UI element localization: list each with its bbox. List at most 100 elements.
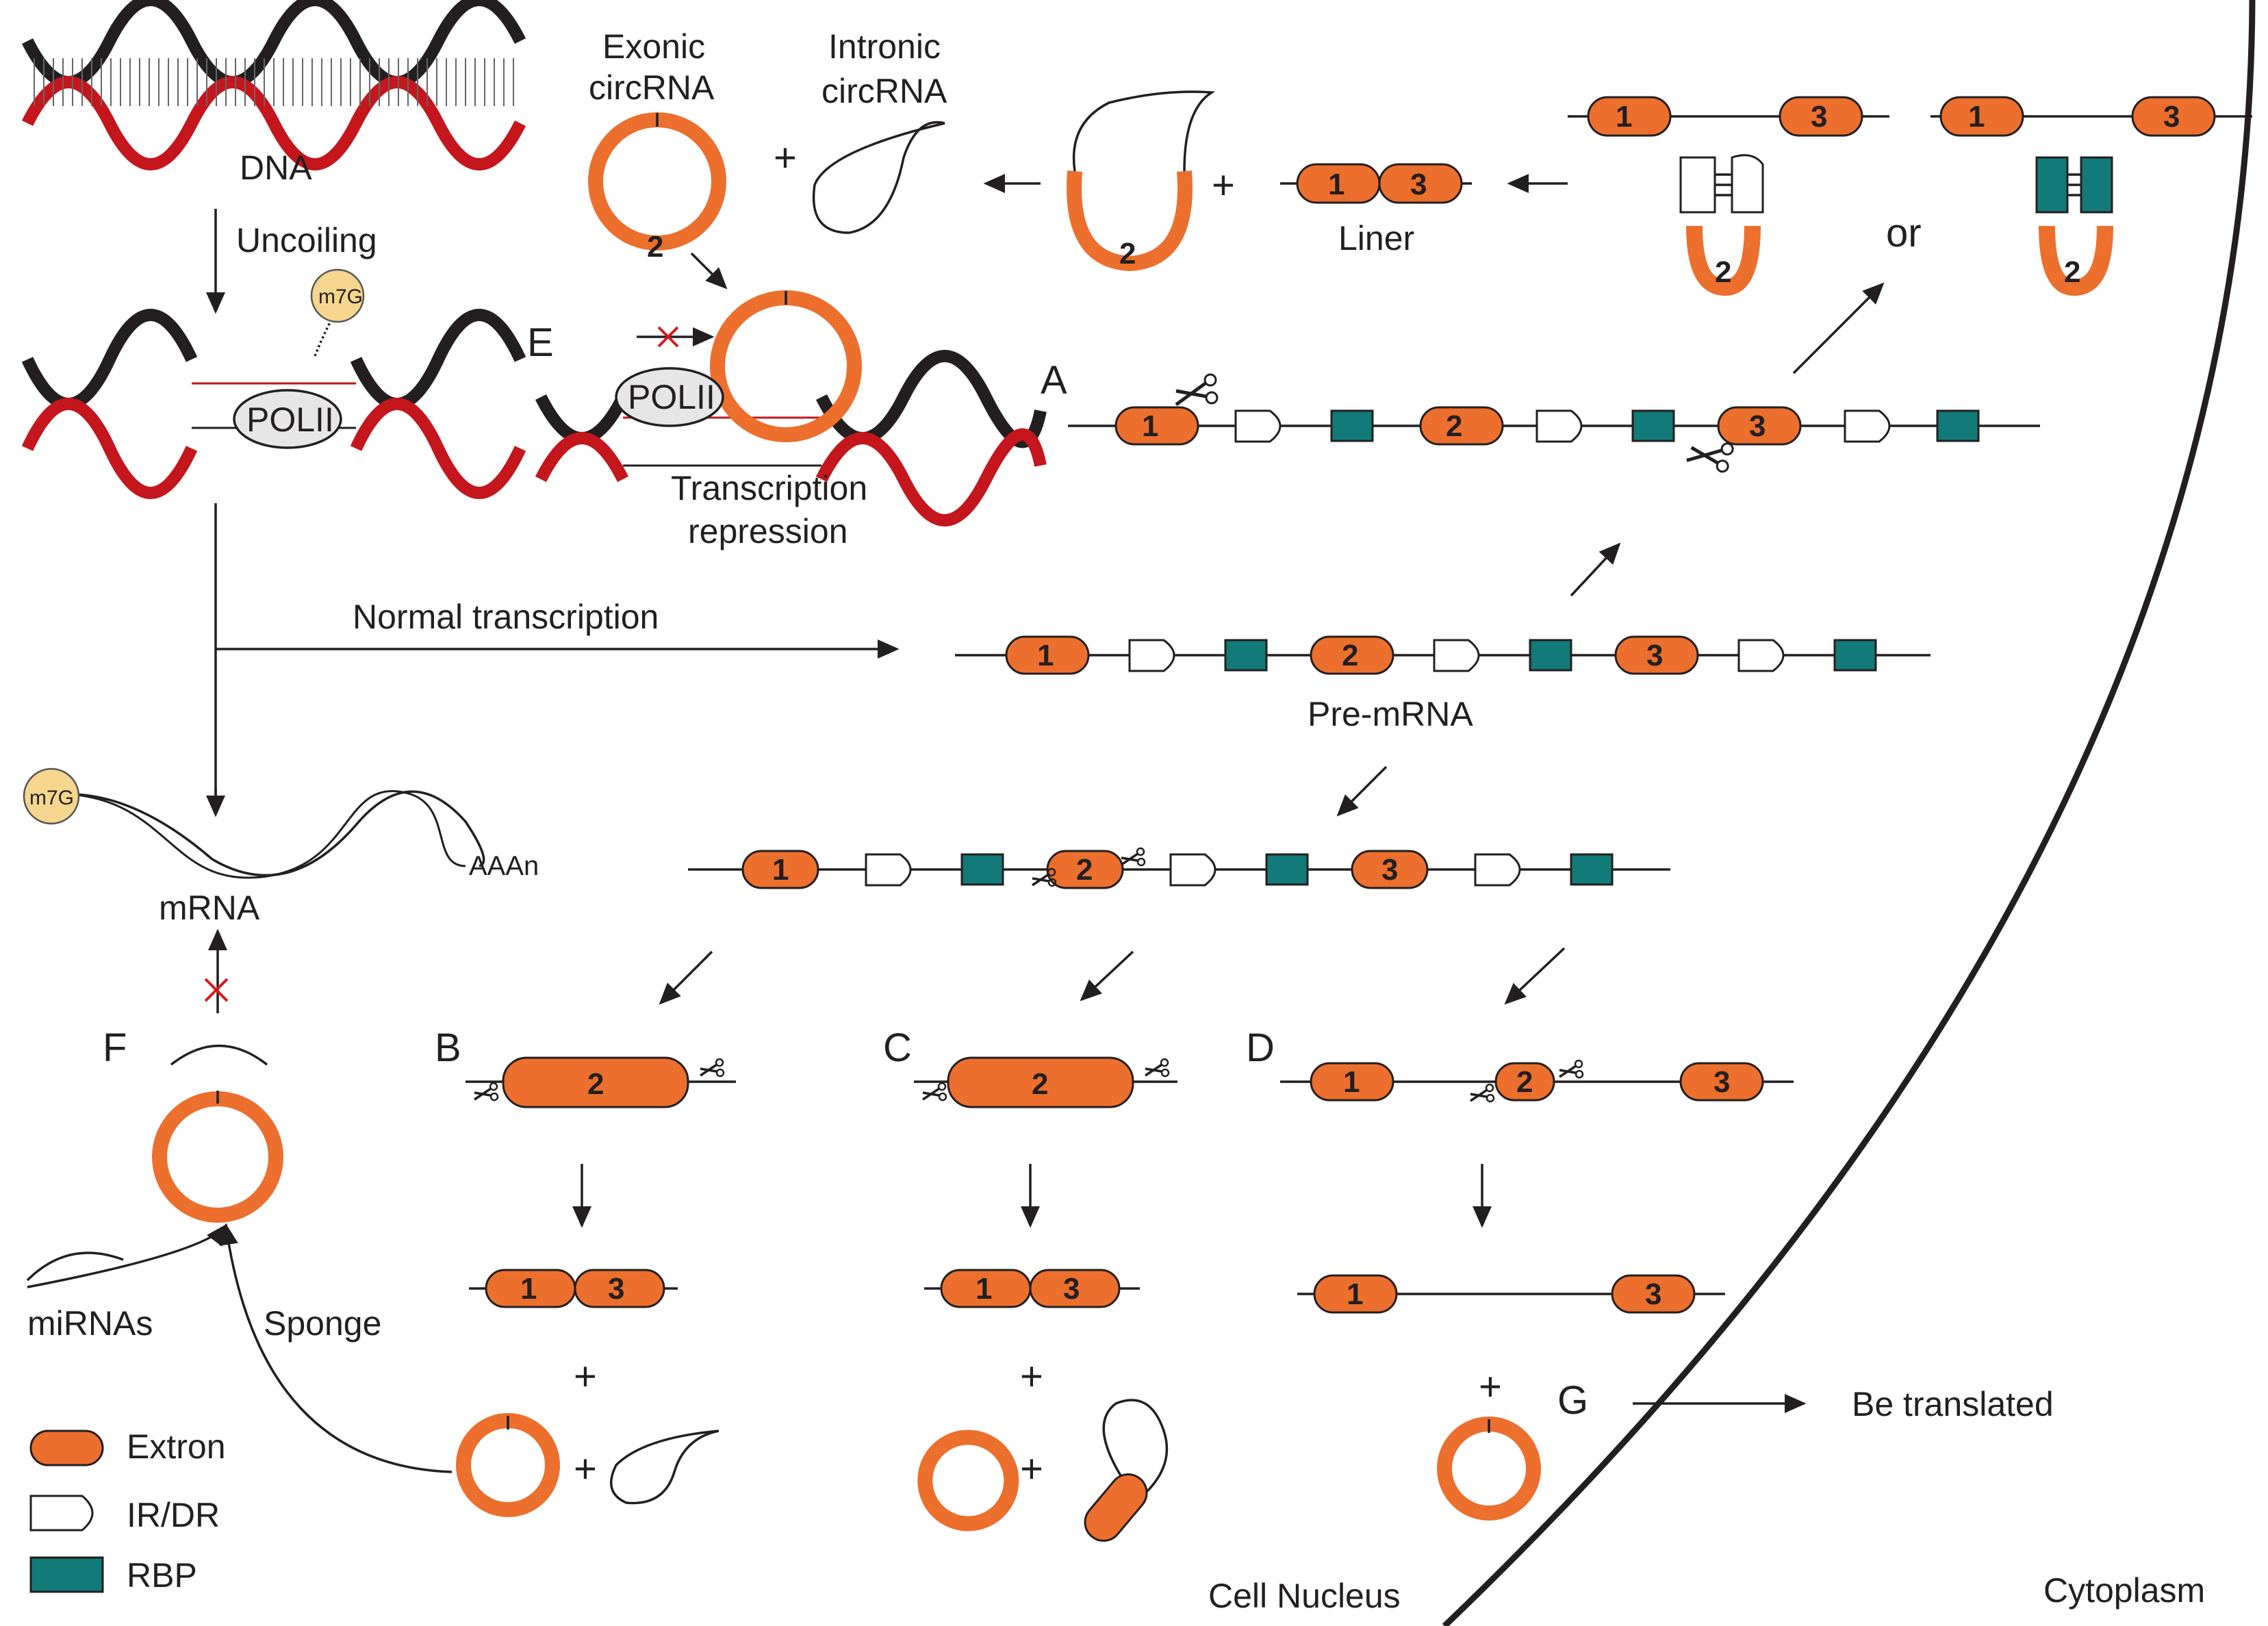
- exonic-circrna: [588, 112, 726, 251]
- exonic-exon2: 2: [647, 230, 663, 264]
- to-a-arrow: [1570, 542, 1621, 597]
- b-liner-exon3: 3: [608, 1272, 624, 1306]
- pre2-exon2: 2: [1076, 853, 1093, 887]
- panel-b-label: B: [435, 1026, 461, 1070]
- b-exon2: [466, 1056, 736, 1108]
- plus-2: +: [1212, 163, 1235, 207]
- sponge-label: Sponge: [264, 1304, 381, 1343]
- legend-exon-label: Extron: [127, 1427, 226, 1466]
- pre-exon1: 1: [1037, 639, 1054, 672]
- f-circrna-sponge: [152, 1091, 283, 1223]
- a-exon2: 2: [1446, 409, 1462, 443]
- a-exon1: 1: [1142, 409, 1158, 443]
- e-block-x: [657, 326, 679, 348]
- mirna-free: [26, 1252, 124, 1282]
- mrna-label: mRNA: [159, 889, 260, 927]
- b-plus-1: +: [574, 1354, 597, 1399]
- panel-a-label: A: [1041, 358, 1067, 403]
- ir-exon2: 2: [1715, 255, 1731, 289]
- d-plus: +: [1479, 1364, 1502, 1409]
- uncoiling-label: Uncoiling: [236, 221, 377, 259]
- e-polii: [615, 367, 724, 427]
- pre-down-arrow: [1336, 765, 1388, 817]
- pre2-exon1: 1: [772, 853, 789, 887]
- polii-label: POLII: [246, 401, 334, 439]
- lariat-exon2-num: 2: [1119, 237, 1136, 270]
- c-exon2: [914, 1056, 1177, 1108]
- mirna-bound: [170, 1044, 268, 1066]
- liner-label: Liner: [1338, 219, 1414, 257]
- rbp-exon1: 1: [1968, 100, 1985, 134]
- panel-g-label: G: [1557, 1378, 1588, 1423]
- a-exon3: 3: [1749, 409, 1766, 443]
- b-liner: [469, 1269, 678, 1308]
- legend-intron-swatch: [29, 1495, 94, 1532]
- plus-1: +: [774, 136, 797, 180]
- c-liner-exon3: 3: [1063, 1272, 1080, 1306]
- c-lariat-exon: [1084, 1473, 1148, 1542]
- pre-mrna-strand: [955, 635, 1931, 675]
- exonic-label-1: Exonic: [602, 27, 705, 66]
- legend-intron-label: IR/DR: [127, 1496, 220, 1534]
- pre-mrna-label: Pre-mRNA: [1308, 695, 1473, 733]
- exonic-label-2: circRNA: [589, 68, 715, 107]
- cell-nucleus-label: Cell Nucleus: [1208, 1577, 1401, 1615]
- panel-e-label: E: [527, 320, 554, 365]
- m7g-cap-2: [23, 767, 80, 825]
- panel-d-label: D: [1246, 1026, 1275, 1070]
- lariat-exon2: [1067, 170, 1193, 272]
- c-plus-1: +: [1020, 1354, 1043, 1399]
- polii-enzyme: [233, 389, 342, 449]
- c-exon2-num: 2: [1032, 1067, 1048, 1101]
- d-exon2: 2: [1516, 1065, 1533, 1099]
- m7g-label-1: m7G: [318, 285, 363, 308]
- ir-exon1: 1: [1616, 100, 1632, 134]
- b-exon2-num: 2: [587, 1067, 604, 1101]
- to-b-arrow: [659, 950, 713, 1005]
- pre-mrna-strand-2: [688, 847, 1670, 889]
- rbp-hairpin: [1931, 96, 2252, 296]
- legend-rbp-label: RBP: [127, 1556, 197, 1595]
- a-pre-mrna: [1068, 374, 2040, 474]
- c-liner: [924, 1269, 1140, 1308]
- dna-label: DNA: [240, 149, 312, 187]
- panel-c-label: C: [883, 1026, 912, 1070]
- b-intron-lariat: [610, 1430, 719, 1505]
- e-dna: [535, 350, 1047, 526]
- pre-exon2: 2: [1342, 639, 1358, 672]
- e-polii-label: POLII: [628, 378, 715, 416]
- d-exon1: 1: [1343, 1065, 1360, 1099]
- b-plus-2: +: [574, 1447, 597, 1491]
- normal-transcription-label: Normal transcription: [353, 598, 659, 636]
- d-liner-exon1: 1: [1347, 1278, 1363, 1311]
- m7g-cap-1: [310, 268, 365, 323]
- d-circrna: [1437, 1417, 1541, 1521]
- c-liner-exon1: 1: [976, 1272, 992, 1306]
- c-circrna-intron: [917, 1430, 1019, 1532]
- dna-uncoiled-polii: [21, 301, 526, 499]
- ir-exon3: 3: [1811, 100, 1827, 134]
- be-translated-label: Be translated: [1852, 1385, 2054, 1423]
- pre-exon3: 3: [1646, 639, 1663, 672]
- m7g-label-2: m7G: [29, 787, 74, 809]
- or-label: or: [1886, 211, 1922, 255]
- to-d-arrow: [1504, 947, 1566, 1005]
- d-exon3: 3: [1713, 1065, 1730, 1099]
- d-liner-exon3: 3: [1645, 1278, 1661, 1311]
- c-lariat-loop: [1102, 1399, 1169, 1508]
- nucleus-membrane: [1442, 0, 2256, 1626]
- pre2-exon3: 3: [1381, 853, 1398, 887]
- e-arrow: [690, 252, 728, 290]
- liner-exon3: 3: [1410, 168, 1427, 201]
- transcription-repression-2: repression: [688, 512, 848, 550]
- b-liner-exon1: 1: [520, 1272, 537, 1306]
- a-to-hairpin-arrow: [1792, 282, 1885, 374]
- intronic-label-1: Intronic: [828, 27, 941, 66]
- rbp-exon2: 2: [2064, 255, 2080, 289]
- intronic-label-2: circRNA: [821, 72, 947, 110]
- ir-hairpin: [1568, 96, 1889, 296]
- c-plus-2: +: [1020, 1447, 1043, 1491]
- liner-exon1: 1: [1328, 168, 1345, 201]
- transcription-repression-1: Transcription: [671, 469, 867, 507]
